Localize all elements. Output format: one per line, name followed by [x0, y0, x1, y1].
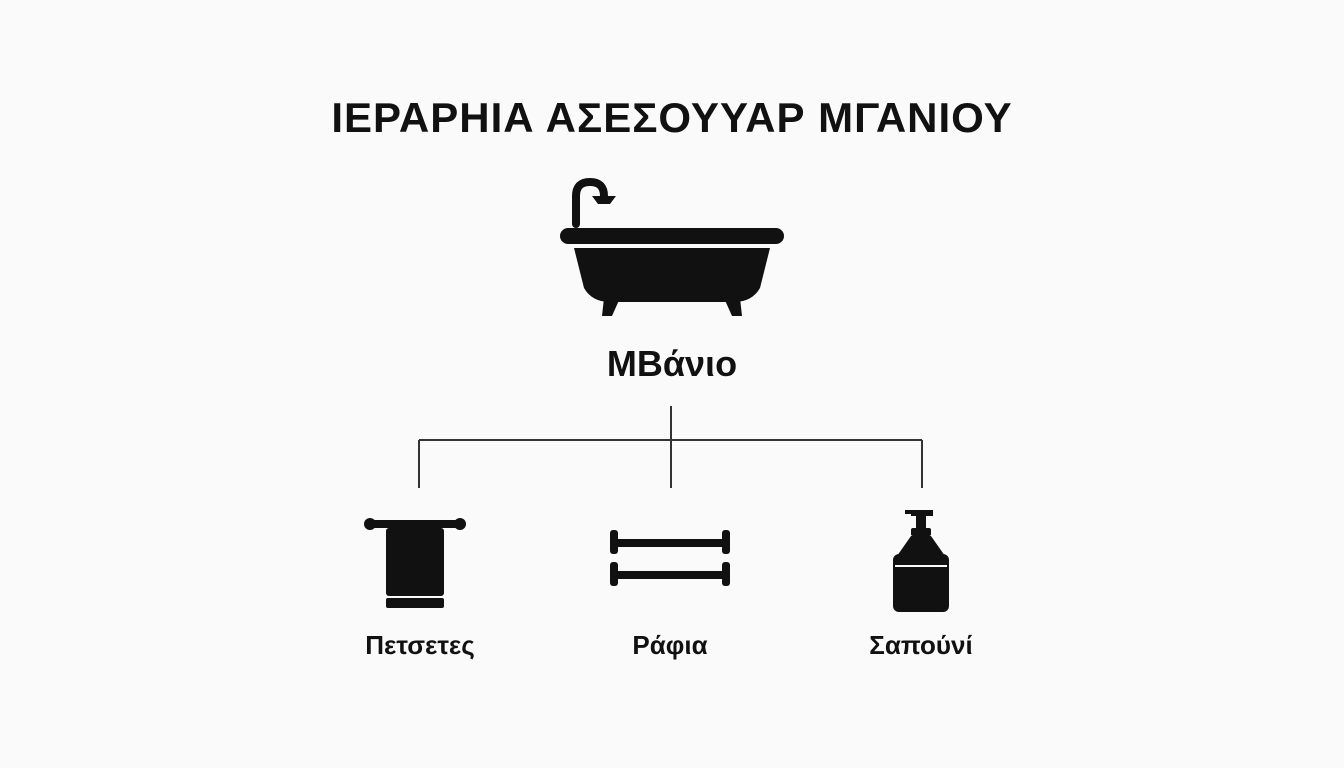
diagram-title: ΙΕΡΑΡΗΙΑ ΑΣΕΣΟΥΥΑΡ ΜΓΑΝΙΟΥ [331, 94, 1013, 141]
towel-rack-icon [610, 530, 730, 586]
child-label-rack: Ράφια [632, 630, 708, 660]
towel-icon [364, 518, 466, 608]
root-label: ΜΒάνιο [606, 343, 738, 384]
soap-dispenser-icon [893, 510, 949, 612]
child-label-towels: Πετσετες [365, 630, 475, 660]
bathtub-icon [560, 177, 784, 316]
child-label-soap: Σαπούνί [869, 630, 973, 660]
